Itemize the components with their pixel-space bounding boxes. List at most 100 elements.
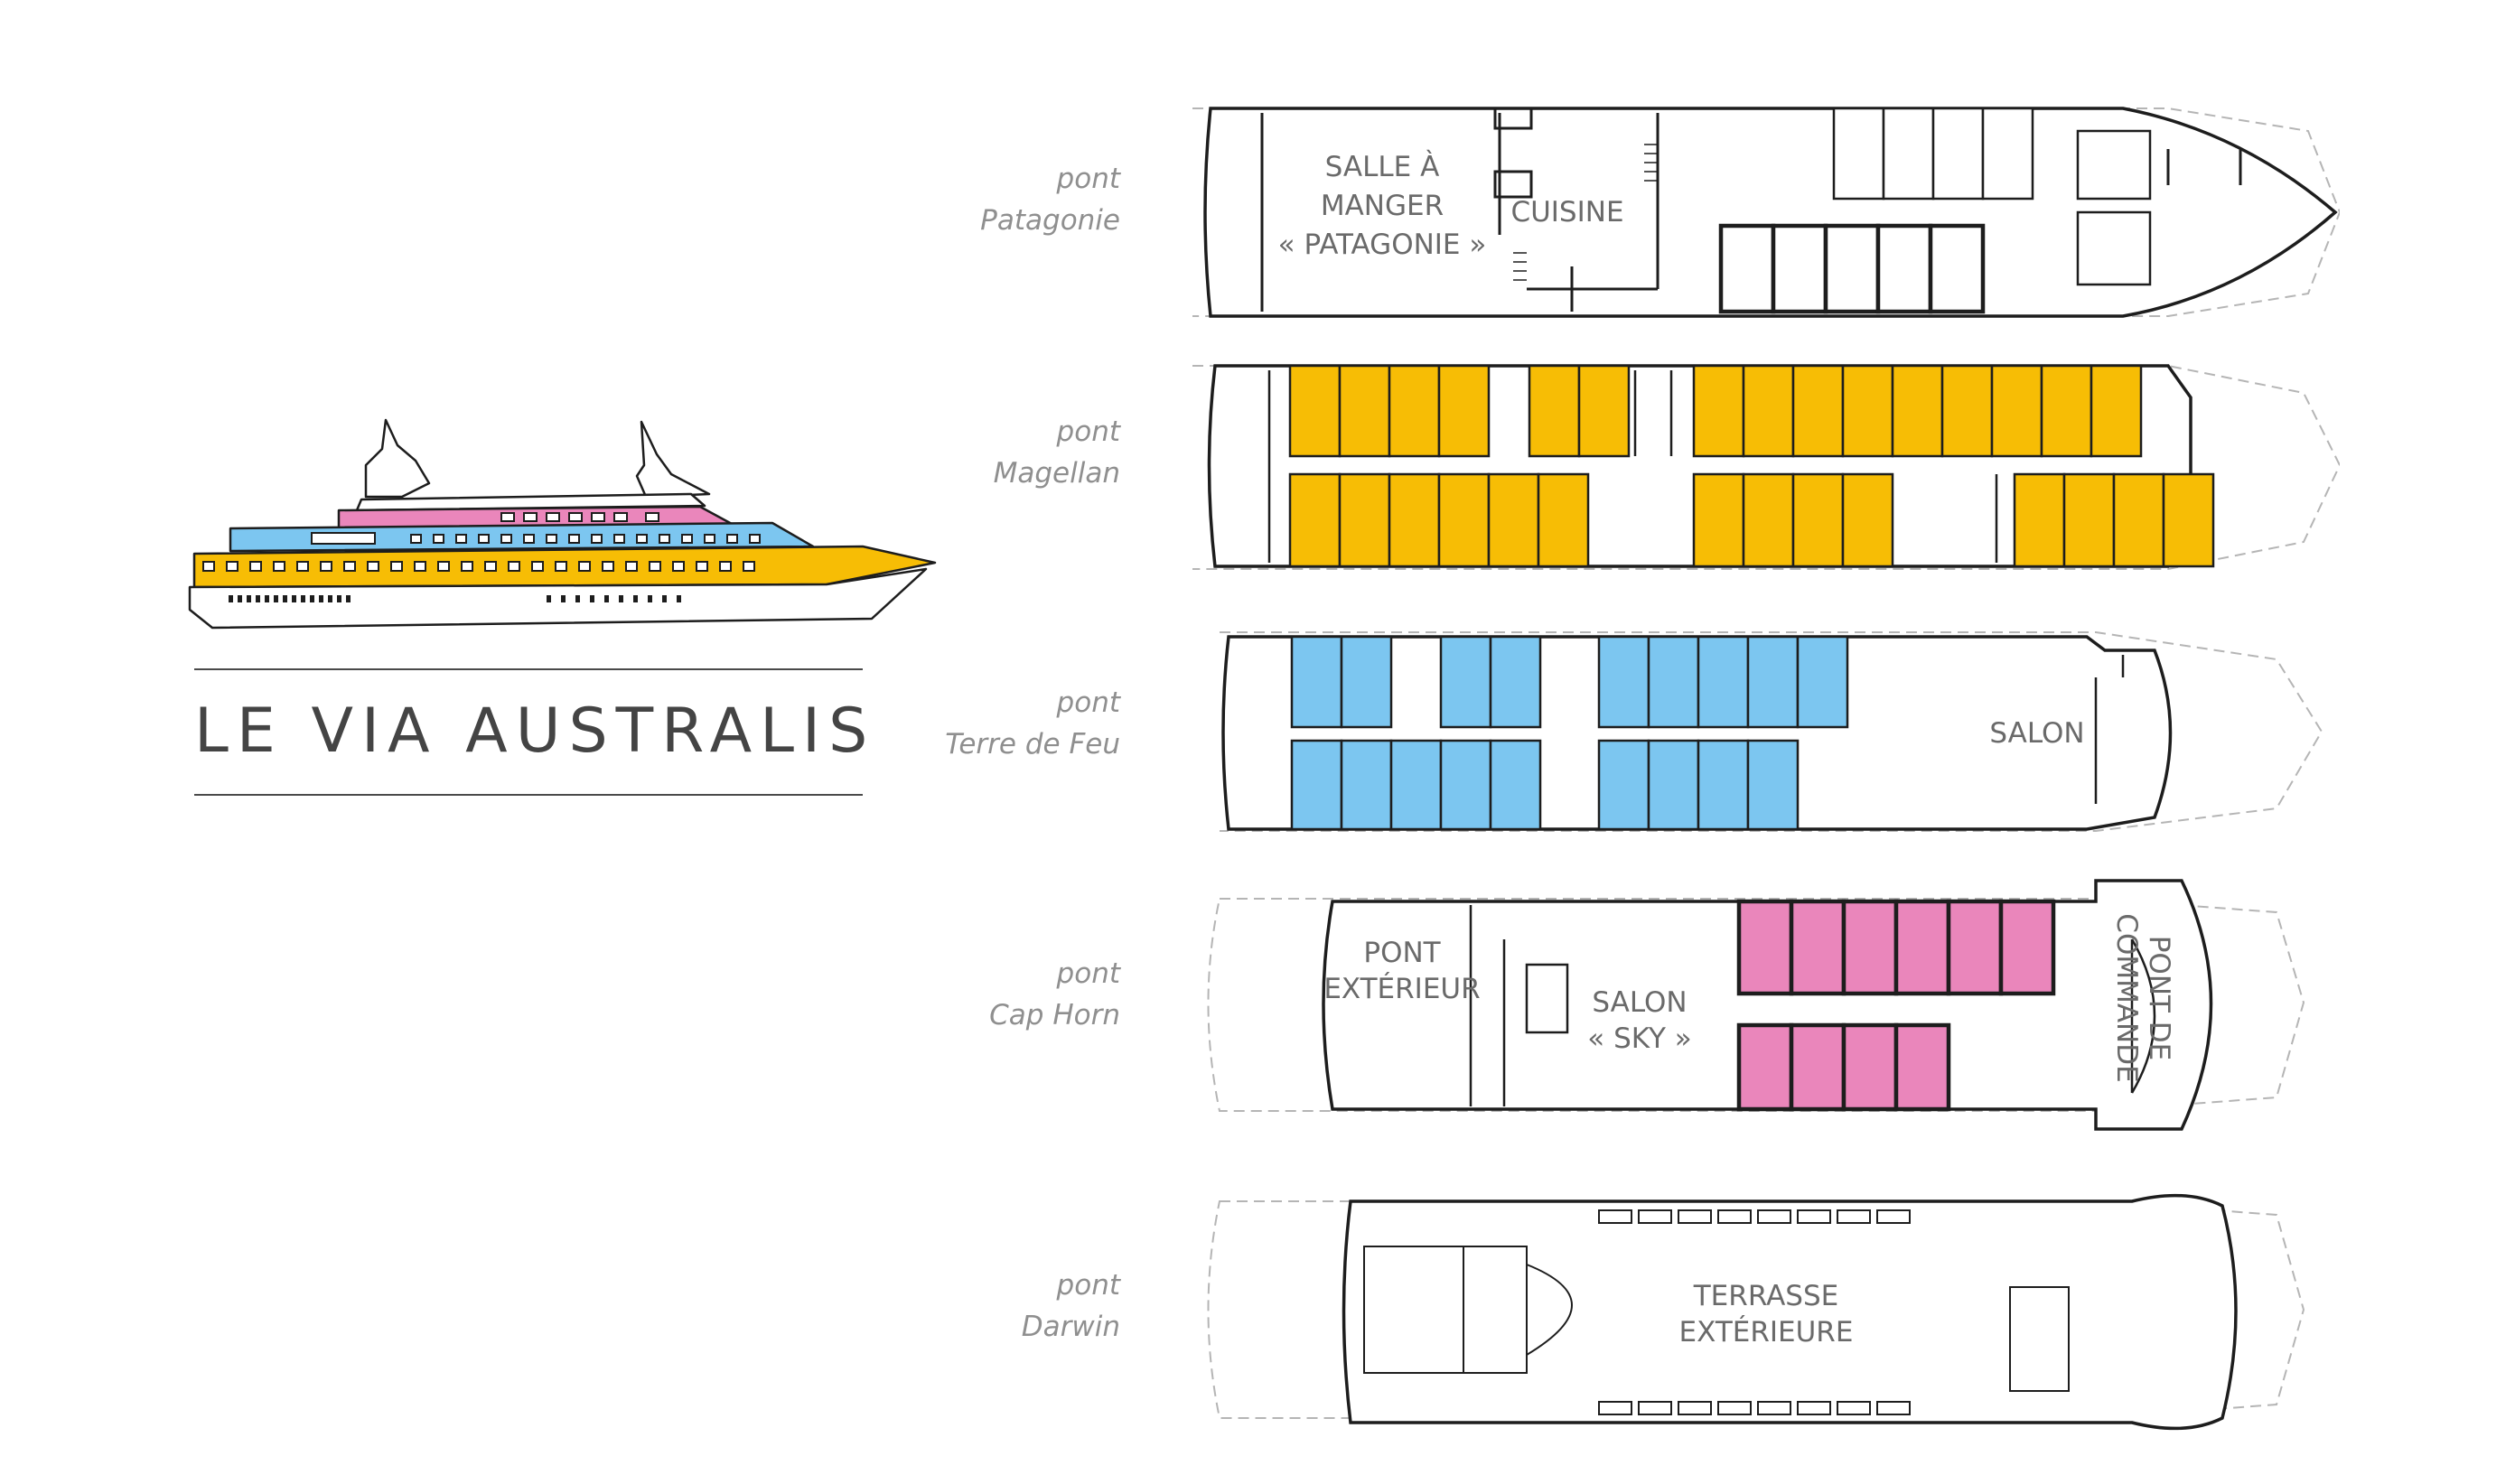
room-salon-sky-line-2: « SKY » <box>1587 1022 1691 1055</box>
ship-porthole <box>604 595 609 602</box>
cabin-magellan <box>1388 364 1441 458</box>
deck-label-line-1: pont <box>1056 1269 1120 1302</box>
ship-title: LE VIA AUSTRALIS <box>194 695 876 767</box>
cabin-magellan <box>1742 472 1795 568</box>
ship-window <box>500 534 512 544</box>
cabin-cap-horn <box>1893 1022 1951 1112</box>
cabin-cap-horn <box>1789 899 1847 996</box>
cabin-magellan <box>1288 364 1342 458</box>
cabin-terre-de-feu <box>1439 739 1492 831</box>
cabin-magellan <box>1841 472 1894 568</box>
ship-porthole <box>575 595 580 602</box>
deck-plan-magellan <box>1192 364 2340 570</box>
deck-label-line-1: pont <box>1056 163 1120 195</box>
cabin-magellan <box>1841 364 1894 458</box>
ship-window <box>437 561 450 572</box>
ship-window <box>226 561 238 572</box>
room-salon-sky-line-1: SALON <box>1592 986 1687 1019</box>
cabin-magellan <box>1692 472 1745 568</box>
cabin-magellan <box>1338 472 1391 568</box>
cabin-magellan <box>1388 472 1441 568</box>
ship-porthole <box>301 595 305 602</box>
room-pont-de-commande-line-1: PONT DE <box>2143 936 2175 1061</box>
ship-window <box>578 561 591 572</box>
cabin-terre-de-feu <box>1597 739 1650 831</box>
cabin-terre-de-feu <box>1647 739 1700 831</box>
title-rule-top <box>194 668 863 670</box>
ship-porthole <box>238 595 242 602</box>
ship-window <box>743 561 755 572</box>
room-terrasse-line-1: TERRASSE <box>1693 1280 1839 1312</box>
deck-label-line-1: pont <box>1056 415 1120 448</box>
cabin-terre-de-feu <box>1340 635 1393 729</box>
railing-segment <box>1678 1209 1712 1224</box>
deck-label-line-2: Cap Horn <box>989 999 1120 1031</box>
ship-window <box>367 561 379 572</box>
cabin-terre-de-feu <box>1389 739 1443 831</box>
room-salon: SALON <box>1989 717 2084 750</box>
cabin-terre-de-feu <box>1439 635 1492 729</box>
cabin-terre-de-feu <box>1796 635 1849 729</box>
cabin-terre-de-feu <box>1597 635 1650 729</box>
ship-porthole <box>561 595 566 602</box>
cabin-magellan <box>1338 364 1391 458</box>
cabin-terre-de-feu <box>1489 739 1542 831</box>
ship-porthole <box>619 595 623 602</box>
ship-window <box>433 534 444 544</box>
cabin-cap-horn <box>1789 1022 1847 1112</box>
cabin-magellan <box>2040 364 2093 458</box>
ship-porthole <box>346 595 351 602</box>
ship-window <box>681 534 693 544</box>
cabin-magellan <box>2013 472 2066 568</box>
ship-porthole <box>662 595 667 602</box>
ship-window <box>455 534 467 544</box>
cabin-cap-horn <box>1841 1022 1899 1112</box>
deck-label-line-1: pont <box>1056 686 1120 719</box>
ship-porthole <box>547 595 551 602</box>
ship-window <box>625 561 638 572</box>
cabin-cap-horn <box>1946 899 2004 996</box>
ship-window <box>719 561 732 572</box>
ship-porthole <box>265 595 269 602</box>
cabin-magellan <box>1487 472 1540 568</box>
railing-segment <box>1837 1209 1871 1224</box>
cabin-magellan <box>1940 364 1994 458</box>
cabin-terre-de-feu <box>1290 739 1343 831</box>
deck-label-patagonie: pont Patagonie <box>940 158 1120 241</box>
cabin-cap-horn <box>1736 1022 1794 1112</box>
railing-segment <box>1717 1401 1752 1415</box>
ship-porthole <box>229 595 233 602</box>
ship-window <box>568 534 580 544</box>
deck-label-darwin: pont Darwin <box>940 1265 1120 1348</box>
ship-window <box>343 561 356 572</box>
cabin-magellan <box>1528 364 1581 458</box>
cabin-terre-de-feu <box>1290 635 1343 729</box>
cabin-cap-horn <box>1841 899 1899 996</box>
cabin-magellan <box>1791 472 1845 568</box>
ship-window <box>749 534 761 544</box>
deck-label-line-2: Terre de Feu <box>945 728 1120 761</box>
railing-segment <box>1837 1401 1871 1415</box>
ship-window <box>249 561 262 572</box>
title-block: LE VIA AUSTRALIS <box>194 668 876 796</box>
railing-segment <box>1757 1401 1791 1415</box>
deck-plan-patagonie: SALLE À MANGER « PATAGONIE » CUISINE <box>1192 107 2340 318</box>
cabin-magellan <box>1288 472 1342 568</box>
ship-window <box>414 561 426 572</box>
deck-plan-terre-de-feu: SALON <box>1220 631 2323 832</box>
cabin-magellan <box>1742 364 1795 458</box>
deck-label-terre-de-feu: pont Terre de Feu <box>940 682 1120 765</box>
room-salle-line-2: MANGER <box>1321 190 1444 222</box>
deck-label-line-2: Magellan <box>993 457 1120 490</box>
cabin-magellan <box>1437 364 1491 458</box>
ship-porthole <box>319 595 323 602</box>
cabin-magellan <box>2062 472 2116 568</box>
deck-label-line-2: Patagonie <box>980 204 1120 237</box>
cabin-terre-de-feu <box>1746 635 1800 729</box>
room-terrasse-line-2: EXTÉRIEURE <box>1679 1316 1854 1349</box>
railing-segment <box>1876 1401 1911 1415</box>
cabin-magellan <box>2162 472 2215 568</box>
railing-segment <box>1797 1401 1831 1415</box>
ship-window <box>546 534 557 544</box>
room-salle-line-1: SALLE À <box>1325 151 1440 183</box>
